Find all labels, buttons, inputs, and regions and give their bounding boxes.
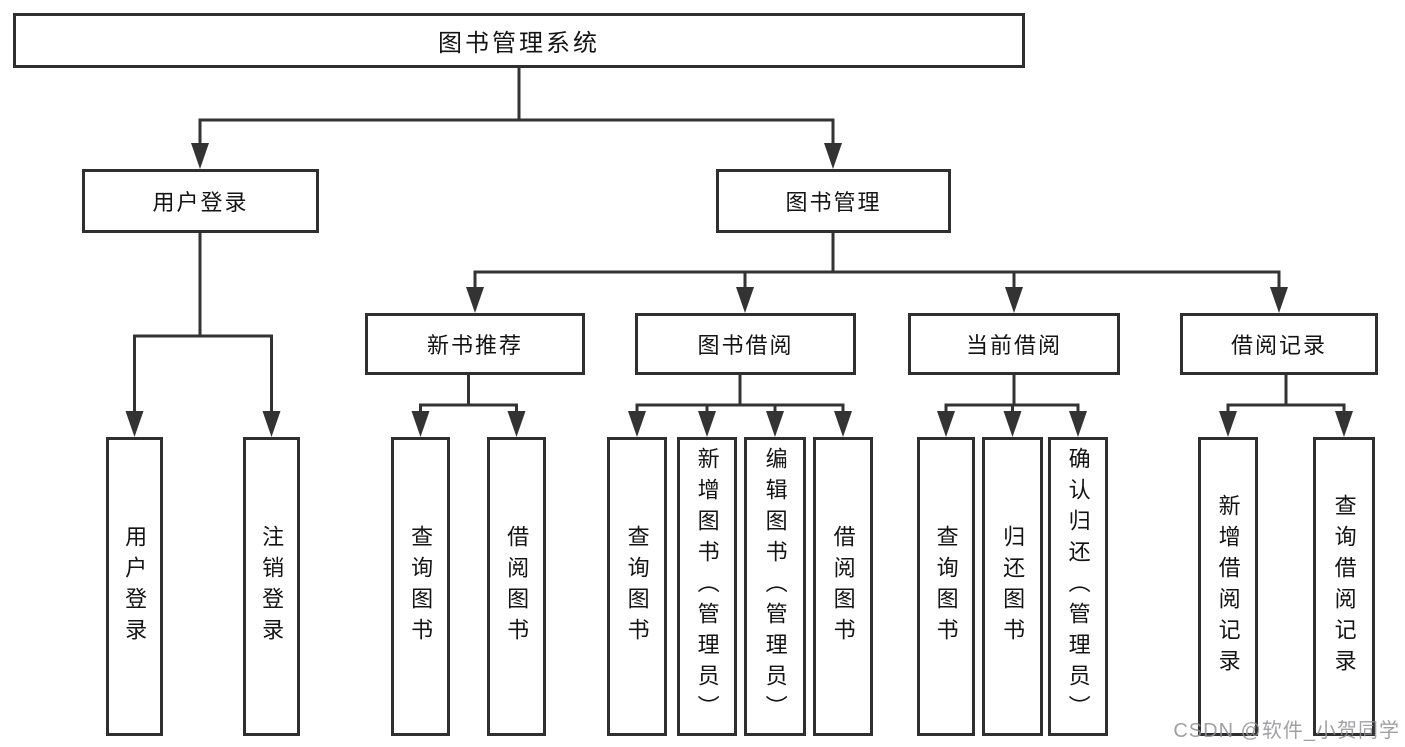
node-label: 确认归还（管理员） [1065,447,1091,726]
node-query-books-borrowing: 查询图书 [607,437,667,736]
node-borrow-books-borrowing: 借阅图书 [813,437,873,736]
node-query-books-recommend: 查询图书 [391,437,450,736]
node-label: 图书管理 [785,190,882,215]
node-library-management-system: 图书管理系统 [13,13,1025,68]
node-label: 图书借阅 [697,333,794,358]
node-label: 注销登录 [259,524,285,649]
node-label: 查询图书 [624,524,650,649]
node-user-login-branch: 用户登录 [82,169,319,233]
node-label: 查询借阅记录 [1331,493,1357,680]
node-borrow-books-recommend: 借阅图书 [487,437,546,736]
node-label: 查询图书 [408,524,434,649]
node-confirm-return-admin: 确认归还（管理员） [1048,437,1108,736]
node-add-books-admin: 新增图书（管理员） [677,437,737,736]
node-label: 当前借阅 [965,333,1062,358]
node-query-borrowing-record: 查询借阅记录 [1313,437,1375,736]
node-label: 借阅图书 [504,524,530,649]
node-label: 用户登录 [122,524,148,649]
node-book-borrowing: 图书借阅 [635,313,856,375]
node-current-borrowing: 当前借阅 [908,313,1120,375]
node-add-borrowing-record: 新增借阅记录 [1198,437,1258,736]
node-label: 图书管理系统 [438,30,600,57]
csdn-watermark: CSDN @软件_小贺同学 [1173,720,1400,742]
node-label: 新增图书（管理员） [694,447,720,726]
node-borrowing-records: 借阅记录 [1180,313,1378,375]
node-label: 新书推荐 [426,333,523,358]
node-user-login: 用户登录 [106,437,163,736]
node-label: 查询图书 [933,524,959,649]
node-label: 借阅记录 [1230,333,1327,358]
node-label: 归还图书 [1000,524,1026,649]
node-label: 借阅图书 [830,524,856,649]
node-return-books: 归还图书 [982,437,1043,736]
node-query-books-current: 查询图书 [917,437,975,736]
node-book-management-branch: 图书管理 [716,169,951,233]
node-label: 编辑图书（管理员） [762,447,788,726]
node-logout: 注销登录 [243,437,300,736]
node-label: 用户登录 [152,190,249,215]
node-new-book-recommendation: 新书推荐 [365,313,585,375]
node-label: 新增借阅记录 [1215,493,1241,680]
node-edit-books-admin: 编辑图书（管理员） [744,437,806,736]
